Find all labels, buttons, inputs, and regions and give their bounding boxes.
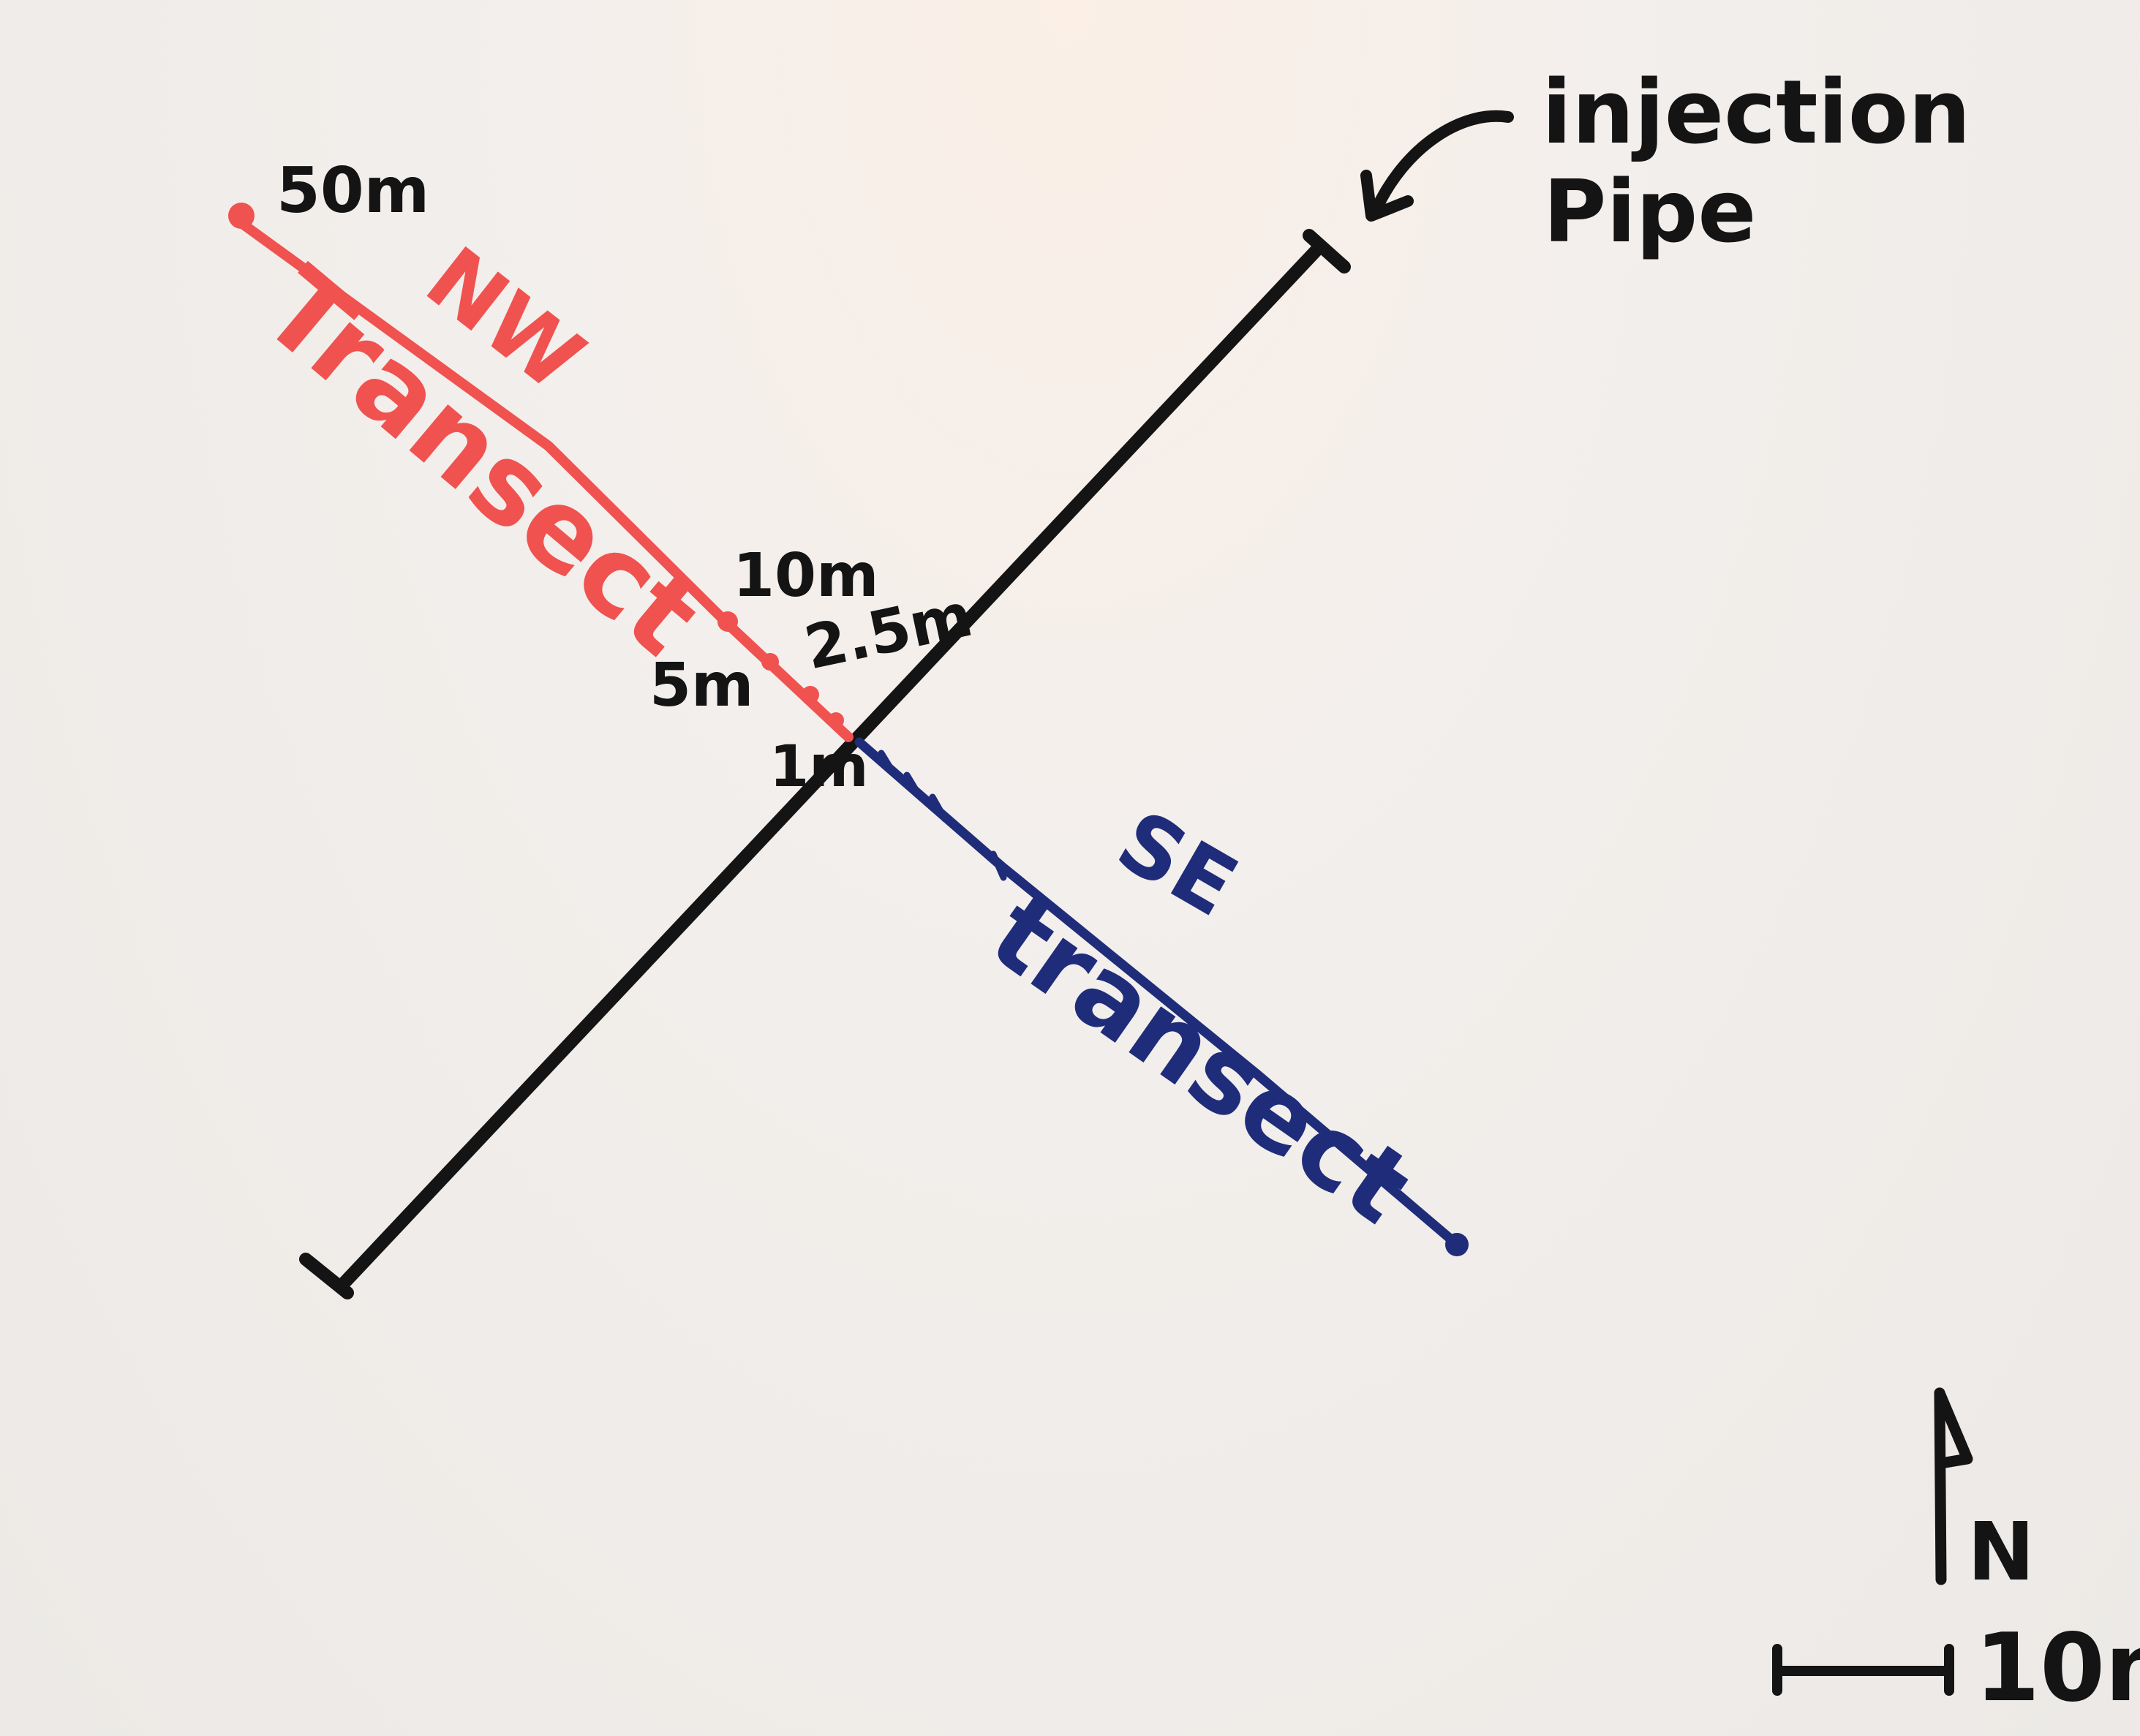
injection-label: injection bbox=[1542, 62, 1971, 164]
pipe-label: Pipe bbox=[1543, 161, 1756, 262]
se-tick-1 bbox=[878, 750, 897, 777]
label-10m: 10m bbox=[733, 541, 879, 611]
nw-marker-50m bbox=[228, 203, 255, 229]
label-1m: 1m bbox=[769, 734, 869, 800]
se-transect-markers bbox=[878, 750, 1007, 881]
se-marker-end bbox=[1445, 1233, 1469, 1256]
nw-transect-line bbox=[236, 218, 854, 742]
label-50m: 50m bbox=[276, 154, 429, 227]
north-arrow-icon bbox=[1934, 1387, 1973, 1585]
label-5m: 5m bbox=[649, 651, 754, 720]
scale-bar-icon bbox=[1772, 1644, 1954, 1696]
se-tick-3 bbox=[929, 793, 949, 823]
nw-transect-markers bbox=[228, 203, 844, 728]
injection-pipe-line bbox=[299, 229, 1351, 1299]
injection-pipe-arrow-icon bbox=[1360, 110, 1514, 222]
nw-marker-1m bbox=[828, 712, 844, 728]
se-label: SE bbox=[1101, 792, 1253, 936]
se-tick-4 bbox=[990, 850, 1007, 881]
scale-label: 10m bbox=[1975, 1614, 2140, 1723]
se-transect-line bbox=[854, 737, 1461, 1248]
se-tick-2 bbox=[903, 771, 924, 801]
nw-marker-10m bbox=[717, 611, 738, 632]
north-label: N bbox=[1967, 1505, 2035, 1599]
nw-marker-2-5m bbox=[802, 686, 819, 703]
nw-marker-5m bbox=[761, 653, 779, 671]
